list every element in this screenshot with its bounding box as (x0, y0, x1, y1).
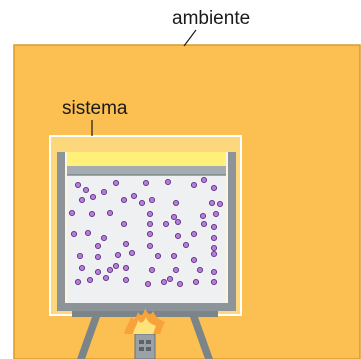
gas-particle (200, 220, 208, 228)
gas-particle (84, 229, 92, 237)
gas-particle (122, 264, 130, 272)
gas-particle (148, 266, 156, 274)
gas-particle (76, 252, 84, 260)
gas-particle (190, 181, 198, 189)
gas-particle (190, 230, 198, 238)
gas-particle (172, 199, 180, 207)
sistema-label: sistema (62, 98, 128, 119)
gas-particle (210, 250, 218, 258)
gas-particle (190, 256, 198, 264)
gas-particle (138, 199, 146, 207)
flame-icon (124, 308, 165, 334)
gas-particle (144, 280, 152, 288)
gas-particle (89, 193, 97, 201)
gas-particle (142, 179, 150, 187)
gas-particle (210, 278, 218, 286)
gas-particle (146, 230, 154, 238)
gas-particle (210, 184, 218, 192)
gas-particle (146, 220, 154, 228)
gas-particle (166, 275, 174, 283)
gas-particle (74, 278, 82, 286)
gas-particle (174, 232, 182, 240)
gas-particle (154, 252, 162, 260)
gas-particle (78, 264, 86, 272)
gas-particle (74, 181, 82, 189)
gas-particle (176, 280, 184, 288)
gas-particles (68, 176, 224, 288)
gas-particle (120, 196, 128, 204)
gas-particle (70, 230, 78, 238)
gas-particle (148, 196, 156, 204)
bunsen-burner (134, 333, 156, 359)
gas-particle (94, 268, 102, 276)
gas-particle (106, 209, 114, 217)
gas-particle (102, 274, 110, 282)
gas-particle (112, 262, 120, 270)
gas-particle (130, 192, 138, 200)
gas-particle (208, 199, 216, 207)
gas-particle (146, 242, 154, 250)
gas-particle (120, 220, 128, 228)
ambiente-leader-line (183, 29, 197, 47)
gas-particle (78, 196, 86, 204)
gas-particle (106, 266, 114, 274)
gas-particle (210, 234, 218, 242)
piston (67, 152, 226, 168)
gas-particle (146, 210, 154, 218)
gas-particle (199, 212, 207, 220)
ambiente-label: ambiente (172, 8, 250, 29)
gas-particle (68, 209, 76, 217)
gas-particle (122, 276, 130, 284)
gas-particle (122, 240, 130, 248)
gas-particle (82, 186, 90, 194)
gas-particle (100, 188, 108, 196)
gas-particle (114, 251, 122, 259)
gas-particle (200, 176, 208, 184)
gas-particle (94, 242, 102, 250)
gas-particle (170, 213, 178, 221)
gas-particle (210, 244, 218, 252)
gas-particle (128, 249, 136, 257)
gas-particle (196, 266, 204, 274)
gas-particle (86, 276, 94, 284)
gas-particle (164, 178, 172, 186)
gas-particle (94, 253, 102, 261)
gas-particle (210, 223, 218, 231)
gas-particle (160, 278, 168, 286)
gas-particle (182, 241, 190, 249)
gas-particle (170, 252, 178, 260)
gas-particle (210, 268, 218, 276)
gas-particle (112, 179, 120, 187)
gas-particle (174, 218, 182, 226)
gas-particle (88, 210, 96, 218)
gas-particle (212, 210, 220, 218)
gas-particle (216, 200, 224, 208)
gas-particle (192, 278, 200, 286)
gas-particle (172, 266, 180, 274)
gas-particle (162, 220, 170, 228)
gas-particle (100, 234, 108, 242)
